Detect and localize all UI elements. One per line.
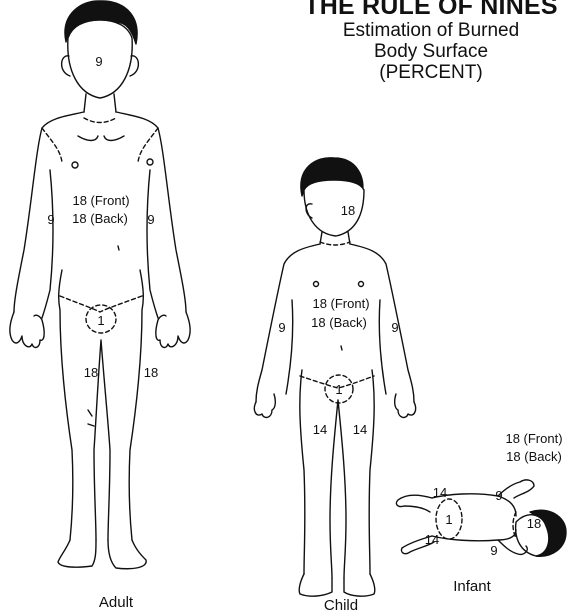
adult-leg-left-label: 18 (144, 365, 158, 380)
infant-leg-upper-label: 14 (433, 485, 447, 500)
child-arm-right-label: 9 (278, 320, 285, 335)
child-head-label: 18 (341, 203, 355, 218)
title-sub-line-3: (PERCENT) (286, 62, 572, 83)
infant-arm-upper-label: 9 (495, 488, 502, 503)
infant-arm-lower-label: 9 (490, 543, 497, 558)
adult-trunk-back-label: 18 (Back) (72, 211, 128, 226)
child-trunk-front-label: 18 (Front) (312, 296, 369, 311)
adult-figure (10, 1, 190, 569)
adult-head-label: 9 (95, 54, 102, 69)
infant-caption: Infant (453, 578, 491, 595)
title-main: THE RULE OF NINES (286, 0, 572, 20)
child-leg-right-label: 14 (313, 422, 327, 437)
title-block: THE RULE OF NINES Estimation of Burned B… (286, 0, 572, 83)
adult-genital-label: 1 (97, 313, 104, 328)
adult-arm-right-label: 9 (47, 212, 54, 227)
adult-leg-right-label: 18 (84, 365, 98, 380)
child-genital-label: 1 (335, 382, 342, 397)
infant-leg-lower-label: 14 (425, 532, 439, 547)
adult-trunk-front-label: 18 (Front) (72, 193, 129, 208)
child-arm-left-label: 9 (391, 320, 398, 335)
child-trunk-back-label: 18 (Back) (311, 315, 367, 330)
title-sub-line-1: Estimation of Burned (286, 20, 572, 41)
infant-trunk-back-label: 18 (Back) (506, 449, 562, 464)
child-figure (254, 158, 415, 596)
title-sub-line-2: Body Surface (286, 41, 572, 62)
infant-trunk-front-label: 18 (Front) (505, 431, 562, 446)
infant-genital-label: 1 (445, 512, 452, 527)
adult-arm-left-label: 9 (147, 212, 154, 227)
adult-caption: Adult (99, 594, 133, 611)
infant-head-label: 18 (527, 516, 541, 531)
child-caption: Child (324, 597, 358, 614)
child-leg-left-label: 14 (353, 422, 367, 437)
